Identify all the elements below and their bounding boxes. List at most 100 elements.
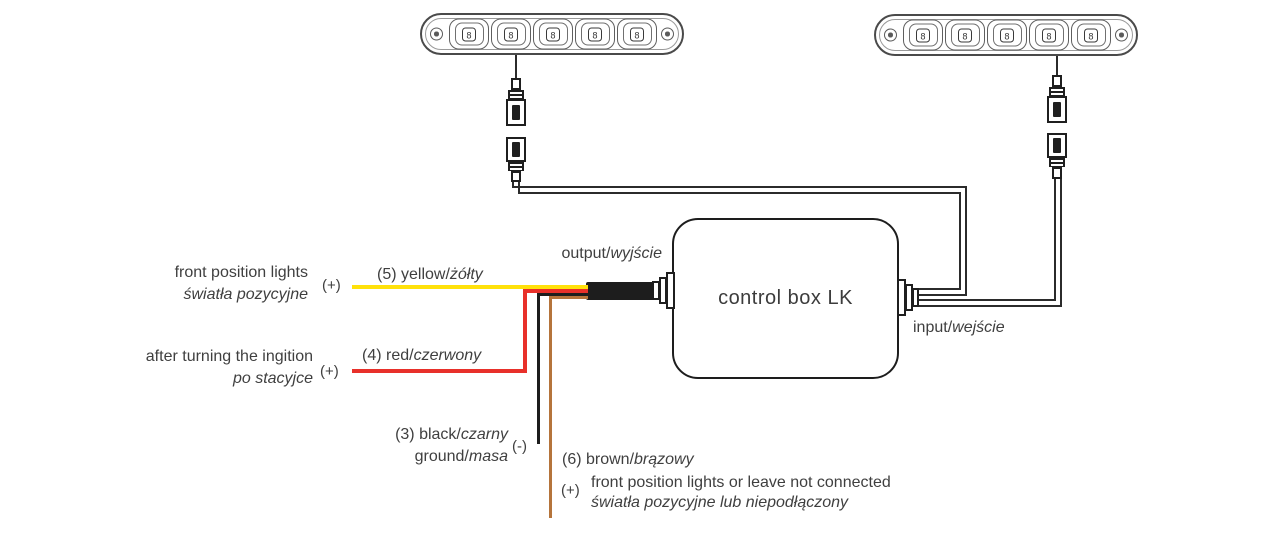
led-bar-left [420, 13, 684, 55]
led-lens [987, 19, 1027, 51]
yellow-desc-en: front position lights [174, 264, 308, 281]
yellow-wire-description: front position lights światła pozycyjne [100, 262, 308, 306]
led-chip [1042, 28, 1056, 42]
connector-male-right [1047, 96, 1067, 123]
twin-wire-left [959, 192, 961, 290]
brown-desc-en: front position lights or leave not conne… [591, 474, 891, 491]
led-row [449, 18, 657, 50]
twin-wire-left [917, 288, 961, 290]
connector-female-right-tip [1052, 167, 1062, 179]
screw-icon [1115, 28, 1128, 42]
black-wire [538, 293, 588, 296]
red-desc-pl: po stacyjce [232, 370, 313, 387]
black-wire-label: (3) black/czarny ground/masa [300, 424, 508, 468]
yellow-label-pl: żółty [449, 266, 483, 283]
output-label-en: output/ [561, 245, 611, 262]
brown-wire [549, 296, 552, 518]
connector-male-left [506, 99, 526, 126]
twin-wire-right [917, 305, 1062, 307]
connector-female-left-tip [511, 171, 521, 182]
red-label-pl: czerwony [413, 347, 482, 364]
led-lens [491, 18, 531, 50]
led-lens [1029, 19, 1069, 51]
led-chip [546, 27, 560, 41]
connector-slot [512, 142, 520, 157]
yellow-wire [352, 285, 588, 289]
led-emitter-icon [1046, 26, 1051, 44]
twin-wire-right [917, 299, 1056, 301]
twin-wire-left [917, 294, 967, 296]
black-polarity: (-) [512, 438, 527, 455]
black-label-pl: czarny [460, 426, 508, 443]
black-label-line2: ground/masa [300, 446, 508, 468]
red-polarity: (+) [320, 363, 339, 380]
led-lens [449, 18, 489, 50]
connector-female-left [506, 137, 526, 162]
output-port [659, 277, 667, 304]
led-lens [1071, 19, 1111, 51]
led-chip [916, 28, 930, 42]
led-emitter-icon [508, 25, 513, 43]
red-wire [523, 289, 527, 373]
led-lens-ring [1076, 23, 1106, 47]
red-wire-label: (4) red/czerwony [362, 345, 481, 367]
led-lens [617, 18, 657, 50]
connector-male-left-tip [511, 78, 521, 90]
led-emitter-icon [466, 25, 471, 43]
yellow-desc-pl: światła pozycyjne [183, 286, 309, 303]
output-label-pl: wyjście [610, 245, 662, 262]
led-lens-ring [454, 22, 484, 46]
output-port [666, 272, 675, 309]
led-lens [945, 19, 985, 51]
led-emitter-icon [1004, 26, 1009, 44]
led-lens [533, 18, 573, 50]
twin-wire-left [518, 182, 520, 194]
screw-icon [884, 28, 897, 42]
screw-icon [430, 27, 443, 41]
connector-female-right [1047, 133, 1067, 158]
twin-wire-right [1054, 179, 1056, 301]
brown-wire-label: (6) brown/brązowy [562, 449, 694, 471]
yellow-label-en: (5) yellow/ [377, 266, 450, 283]
red-label-en: (4) red/ [362, 347, 414, 364]
red-desc-en: after turning the ingition [145, 348, 313, 365]
brown-polarity: (+) [561, 482, 580, 499]
input-label-pl: wejście [952, 319, 1005, 336]
connector-male-left-neck [508, 90, 524, 99]
led-lens-ring [950, 23, 980, 47]
led-row [903, 19, 1111, 51]
led-chip [630, 27, 644, 41]
red-wire [523, 289, 588, 293]
connector-slot [1053, 102, 1061, 117]
led-lens-ring [538, 22, 568, 46]
wire-stub-right [1056, 56, 1058, 75]
connector-female-right-neck [1049, 158, 1065, 167]
led-lens [903, 19, 943, 51]
connector-female-left-neck [508, 162, 524, 171]
led-emitter-icon [550, 25, 555, 43]
led-chip [462, 27, 476, 41]
led-emitter-icon [920, 26, 925, 44]
input-label-en: input/ [913, 319, 953, 336]
red-wire-description: after turning the ingition po stacyjce [100, 346, 313, 390]
red-wire [352, 369, 527, 373]
twin-wire-left [965, 186, 967, 296]
led-lens-ring [1034, 23, 1064, 47]
twin-wire-left [512, 182, 514, 188]
black-ground-en: ground/ [414, 448, 469, 465]
yellow-polarity: (+) [322, 277, 341, 294]
led-lens-ring [992, 23, 1022, 47]
black-label-en: (3) black/ [395, 426, 461, 443]
output-cable [586, 282, 654, 300]
led-emitter-icon [962, 26, 967, 44]
connector-male-right-neck [1049, 87, 1065, 96]
connector-slot [1053, 138, 1061, 153]
black-ground-pl: masa [468, 448, 508, 465]
connector-male-right-tip [1052, 75, 1062, 87]
led-lens-ring [908, 23, 938, 47]
led-chip [958, 28, 972, 42]
black-label-line1: (3) black/czarny [300, 424, 508, 446]
wire-stub-left [515, 55, 517, 78]
led-lens-ring [496, 22, 526, 46]
